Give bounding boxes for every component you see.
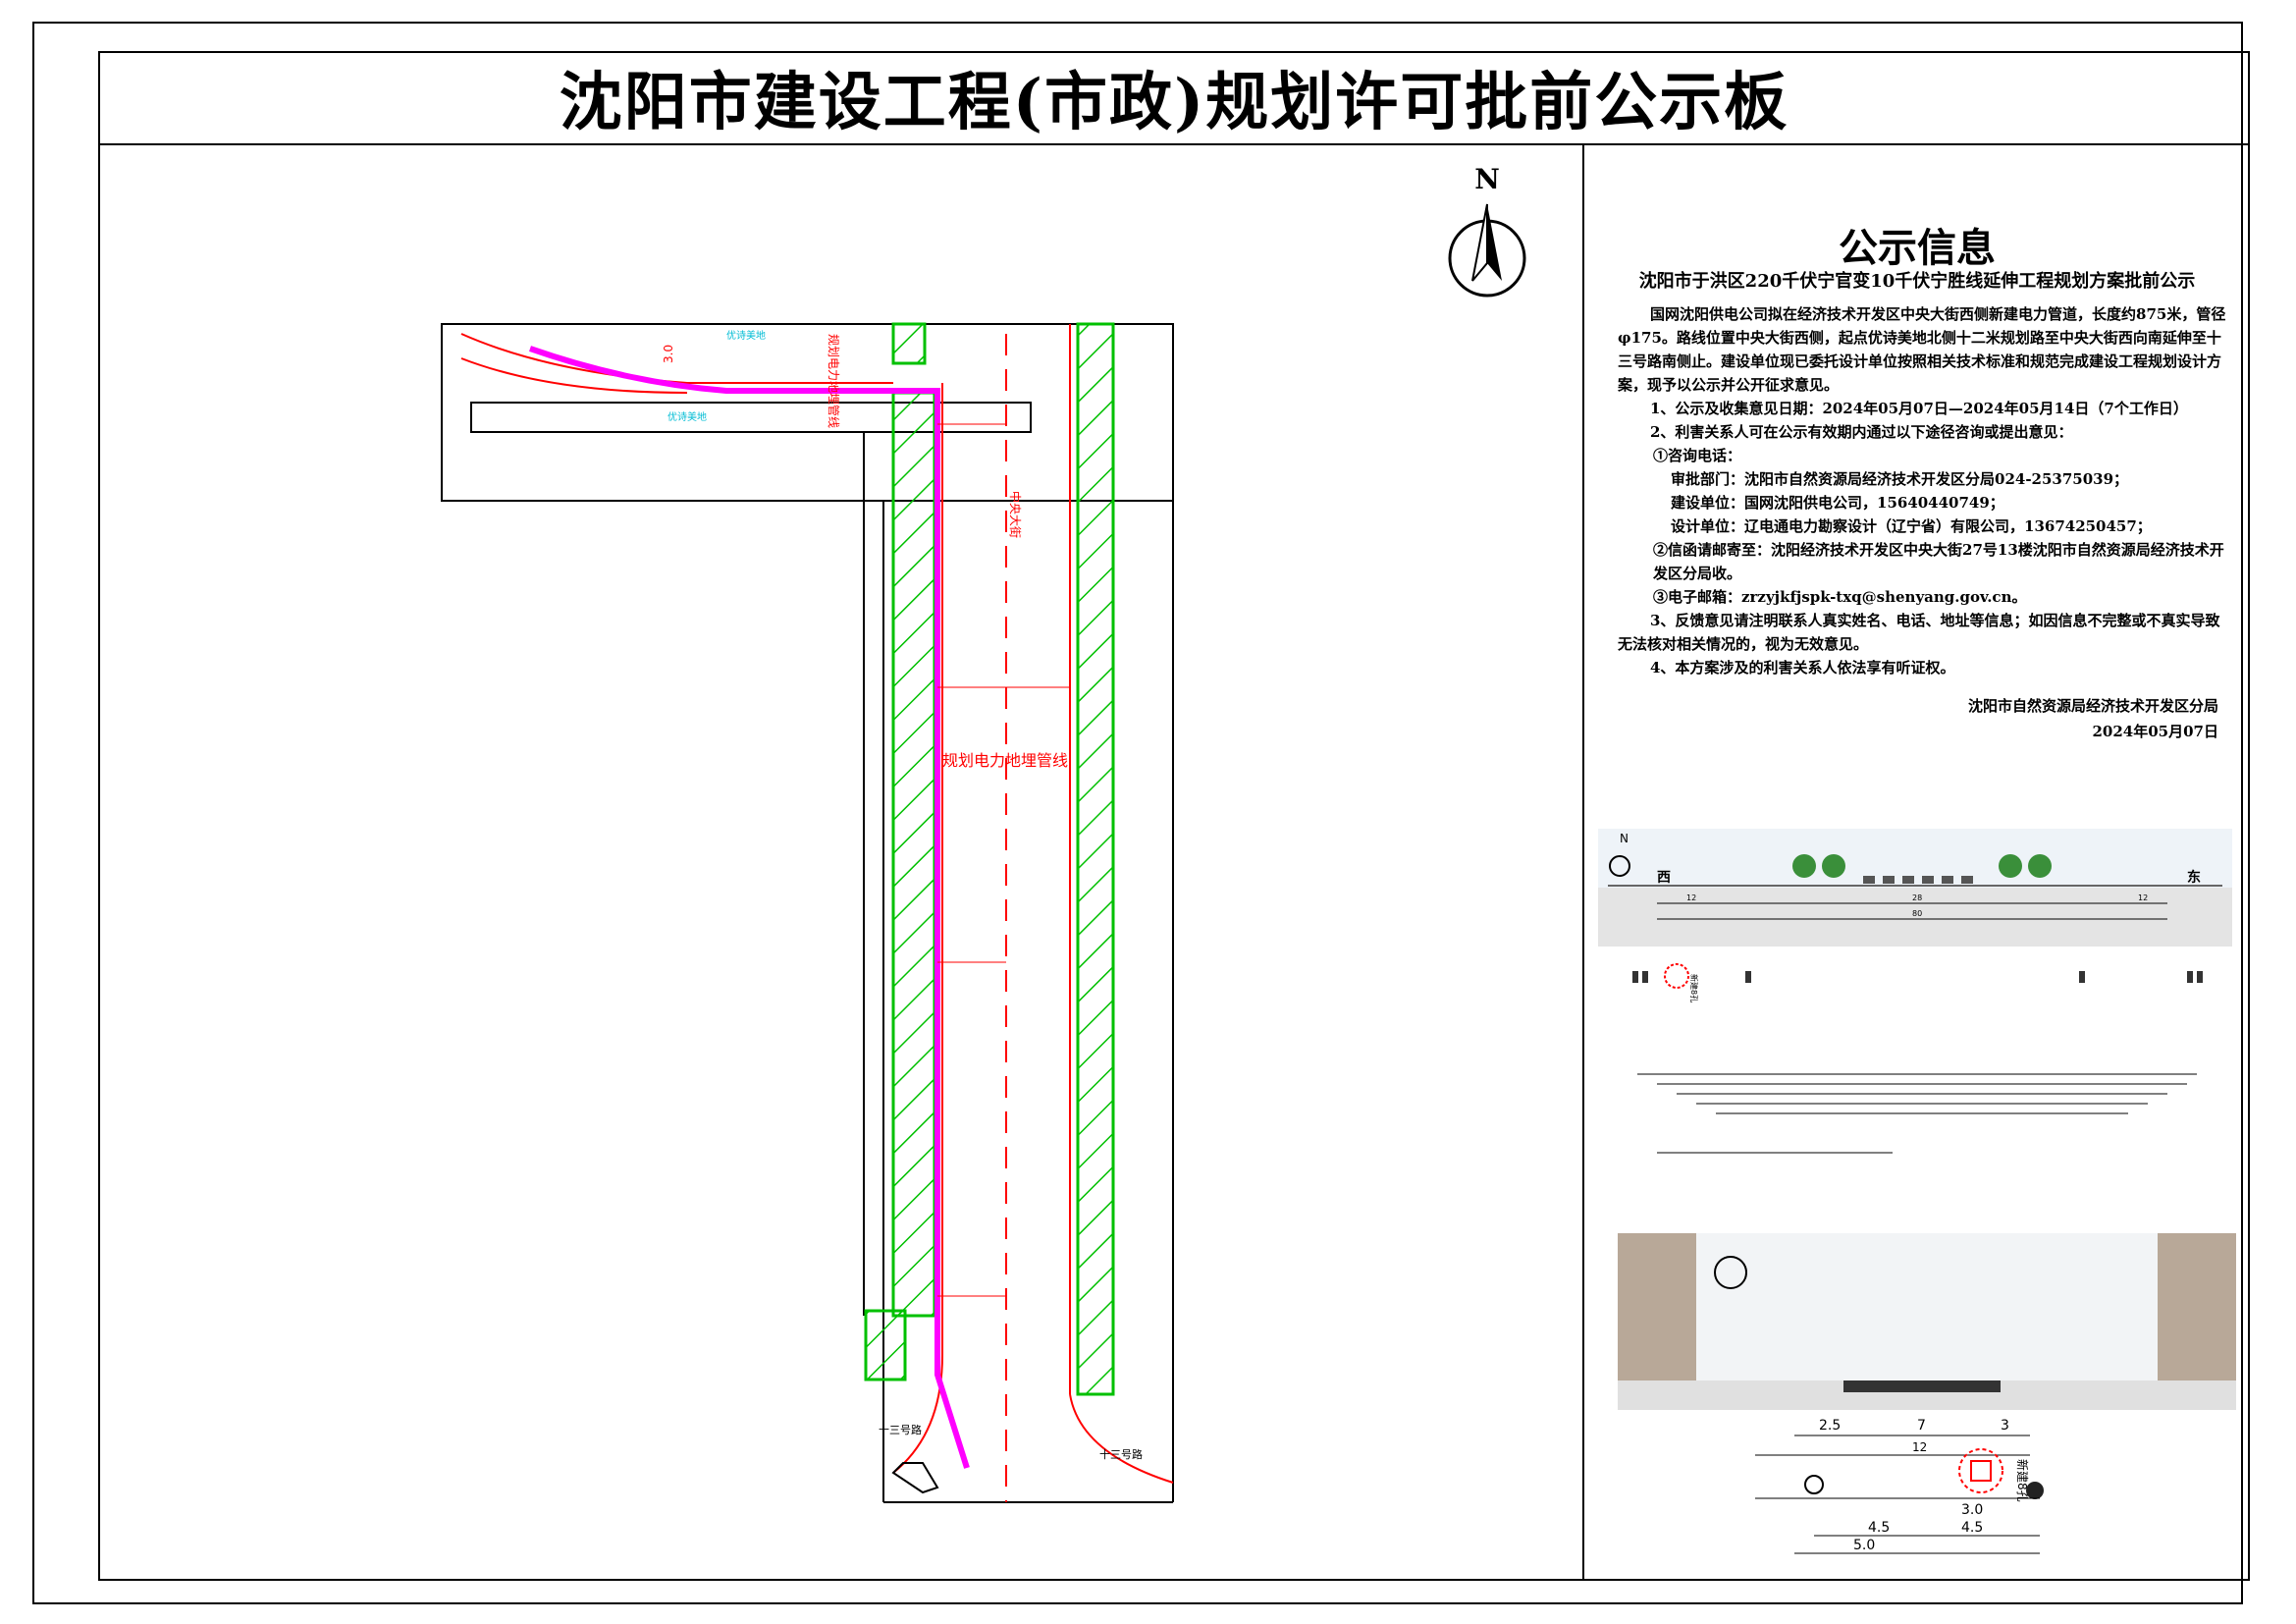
section1-dim-b: 28 [1912,893,1922,902]
page-title: 沈阳市建设工程(市政)规划许可批前公示板 [559,66,1789,139]
north-compass-icon: N [1448,165,1526,298]
inner-frame [98,51,2250,1581]
info-item-2-1: ①咨询电话： [1653,447,1742,464]
title-bar: 沈阳市建设工程(市政)规划许可批前公示板 [98,51,2250,145]
section1-east: 东 [2187,869,2201,886]
section3-dim-3: 3 [2001,1418,2009,1434]
section3-dim-2: 7 [1917,1418,1926,1434]
section3-dim-b4: 5.0 [1853,1538,1875,1553]
info-heading: 公示信息 [1839,225,1996,271]
outer-frame [32,22,2243,1604]
section1-north: N [1620,832,1629,845]
info-subtitle: 沈阳市于洪区220千伏宁官变10千伏宁胜线延伸工程规划方案批前公示 [1638,271,2196,292]
section3-dim-b1: 3.0 [1961,1502,1983,1518]
info-item-1: 1、公示及收集意见日期：2024年05月07日—2024年05月14日（7个工作… [1650,400,2188,417]
road-north-label: 优诗美地 [726,329,766,342]
pipe-layout-80m: 新建8孔 [1632,963,2203,1154]
section1-dim-c: 12 [2138,893,2148,902]
pipe-label-top: 规划电力地埋管线 [827,334,841,428]
info-body: 国网沈阳供电公司拟在经济技术开发区中央大街西侧新建电力管道，长度约875米，管径… [1618,302,2226,679]
road-13-label-left: 十三号路 [879,1423,922,1436]
signature-date: 2024年05月07日 [2092,723,2219,740]
section2-new: 新建8孔 [1689,974,1699,1002]
cross-section-12m: 2.5 7 3 12 新建8孔 3.0 4.5 4.5 5.0 [1618,1233,2236,1554]
section3-dim-1: 2.5 [1819,1418,1841,1434]
info-phone-3: 设计单位：辽电通电力勘察设计（辽宁省）有限公司，13674250457； [1671,517,2152,535]
info-paragraph: 国网沈阳供电公司拟在经济技术开发区中央大街西侧新建电力管道，长度约875米，管径… [1618,305,2226,394]
info-item-3: 3、反馈意见请注明联系人真实姓名、电话、地址等信息；如因信息不完整或不真实导致无… [1618,612,2220,653]
north-label: N [1474,165,1500,195]
section1-dim-a: 12 [1686,893,1696,902]
info-item-2-2: ②信函请邮寄至：沈阳经济技术开发区中央大街27号13楼沈阳市自然资源局经济技术开… [1653,541,2224,582]
section3-total: 12 [1912,1440,1927,1454]
signature: 沈阳市自然资源局经济技术开发区分局 [1967,697,2218,715]
signature-block: 沈阳市自然资源局经济技术开发区分局 2024年05月07日 [1865,693,2218,744]
info-item-4: 4、本方案涉及的利害关系人依法享有听证权。 [1650,659,1955,677]
info-phone-1: 审批部门：沈阳市自然资源局经济技术开发区分局024-25375039； [1671,470,2129,488]
pipe-label-map: 规划电力地埋管线 [942,751,1068,770]
road-north-label-2: 优诗美地 [667,410,707,423]
road-13-label-right: 十三号路 [1099,1447,1143,1461]
cross-section-80m: N 西 东 12 28 12 80 [1598,829,2232,947]
dim-label: 3.0 [662,345,675,363]
section3-dim-b3: 4.5 [1961,1520,1983,1536]
info-item-2: 2、利害关系人可在公示有效期内通过以下途径咨询或提出意见： [1650,423,2073,441]
section1-west: 西 [1657,870,1671,886]
info-email: ③电子邮箱：zrzyjkfjspk-txq@shenyang.gov.cn。 [1653,588,2027,606]
section3-dim-b2: 4.5 [1868,1520,1890,1536]
info-phone-2: 建设单位：国网沈阳供电公司，15640440749； [1671,494,2004,512]
road-main-label: 中央大街 [1008,491,1023,538]
panel-divider [1582,145,1584,1581]
section1-total: 80 [1912,909,1922,918]
route-map: 规划电力地埋管线 规划电力地埋管线 3.0 中央大街 十三号路 十三号路 优诗美… [441,322,1174,1503]
